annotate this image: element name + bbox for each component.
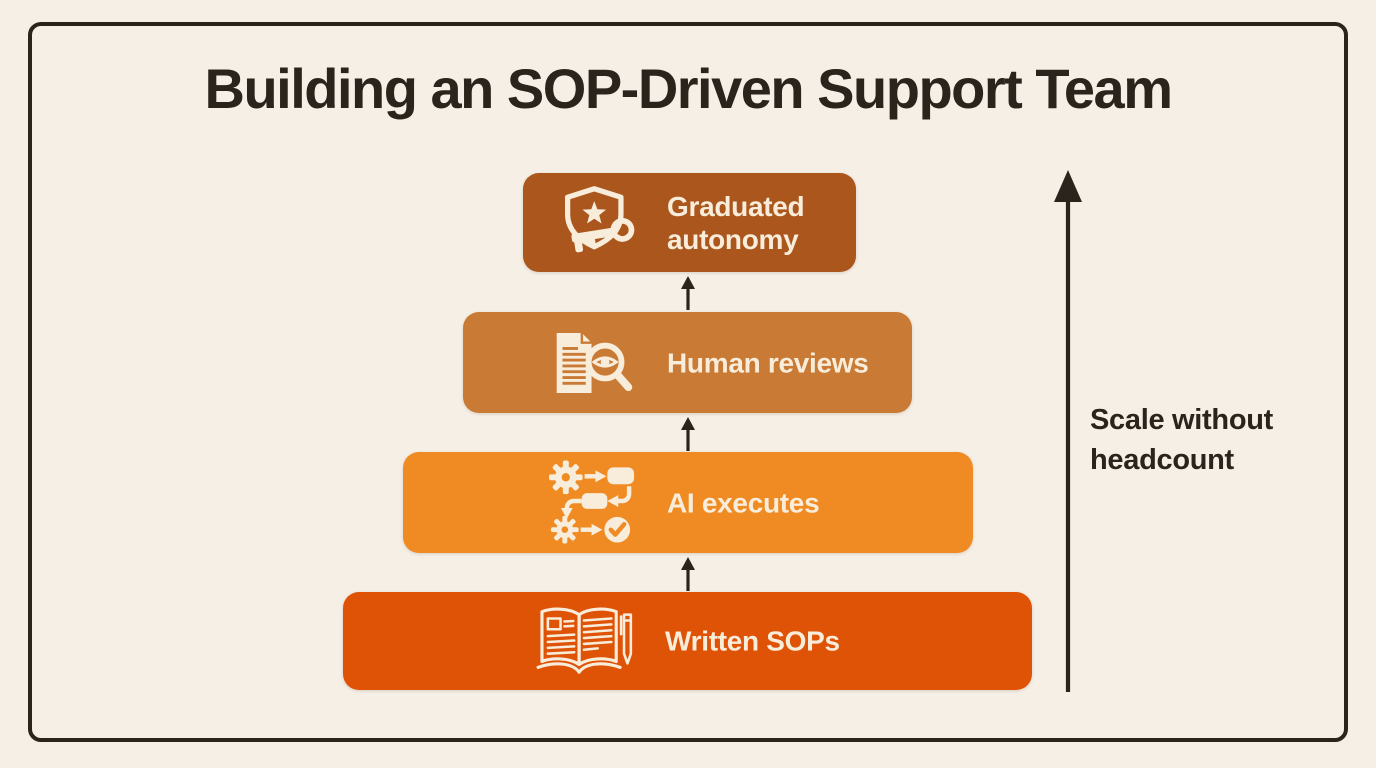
workflow-gears-icon — [546, 458, 641, 547]
page-title: Building an SOP-Driven Support Team — [204, 57, 1173, 120]
pyramid-level-graduated-autonomy: Graduated autonomy — [523, 173, 856, 272]
shield-star-key-icon — [558, 183, 642, 263]
level-label: Graduated autonomy — [667, 190, 805, 255]
level-label: Written SOPs — [665, 625, 840, 657]
open-book-pen-icon — [531, 599, 635, 683]
border-frame — [28, 22, 1348, 742]
pyramid-level-written-sops: Written SOPs — [343, 592, 1032, 690]
up-arrow-icon — [681, 276, 695, 310]
level-label: Human reviews — [667, 346, 869, 378]
level-label: AI executes — [667, 486, 820, 518]
scale-without-headcount-label: Scale without headcount — [1090, 404, 1274, 477]
document-magnifier-eye-icon — [547, 323, 639, 403]
up-arrow-icon — [681, 557, 695, 591]
up-arrow-icon — [681, 417, 695, 451]
scale-axis-arrow-icon — [1054, 170, 1082, 692]
pyramid-level-ai-executes: AI executes — [403, 452, 973, 553]
pyramid-level-human-reviews: Human reviews — [463, 312, 912, 413]
